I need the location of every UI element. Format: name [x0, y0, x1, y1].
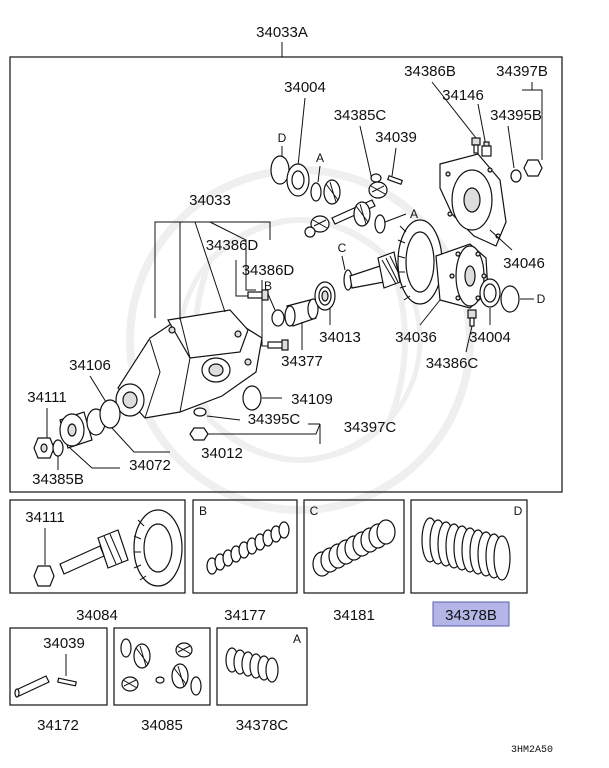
label-34109: 34109 [291, 391, 333, 408]
callout-letter-c-main: C [338, 241, 347, 255]
label-34004-bottom: 34004 [469, 329, 511, 346]
label-34012: 34012 [201, 445, 243, 462]
bearing-34013[interactable] [314, 281, 336, 311]
label-34177: 34177 [224, 607, 266, 624]
box-34181[interactable]: C [303, 499, 405, 594]
callout-letter-d-box: D [514, 504, 523, 518]
oil-seal-34109[interactable] [242, 385, 262, 411]
callout-letter-c-box: C [310, 504, 319, 518]
bolt-34386D-b[interactable] [267, 339, 289, 351]
spacer-34377[interactable] [284, 298, 319, 327]
callout-letter-b-box: B [199, 504, 207, 518]
label-34378B[interactable]: 34378B [445, 607, 497, 624]
label-34039-top: 34039 [375, 129, 417, 146]
gear-kit [120, 638, 202, 696]
label-34013: 34013 [319, 329, 361, 346]
shim-d-top[interactable] [270, 155, 290, 185]
callout-letter-a-top: A [316, 151, 324, 165]
callout-letter-d-right: D [537, 292, 546, 306]
label-34181: 34181 [333, 607, 375, 624]
oil-seal-34106[interactable] [99, 399, 121, 429]
label-34004-top: 34004 [284, 79, 326, 96]
lock-pin-34039[interactable] [386, 174, 404, 186]
lock-pin-box [57, 677, 77, 687]
main-assembly-frame [9, 56, 563, 493]
label-34111-box: 34111 [25, 509, 65, 526]
label-34395C: 34395C [248, 411, 301, 428]
shim-set-c [312, 519, 396, 577]
pinion-gear-lower[interactable] [310, 215, 330, 233]
side-gear-right[interactable] [353, 201, 371, 227]
label-34377: 34377 [281, 353, 323, 370]
companion-flange[interactable] [59, 411, 93, 449]
washer-pinion-lower[interactable] [304, 226, 316, 238]
label-34072: 34072 [129, 457, 171, 474]
washer-a-top[interactable] [310, 182, 322, 202]
box-34085[interactable] [113, 627, 211, 706]
label-34046: 34046 [503, 255, 545, 272]
label-assembly-34033A: 34033A [256, 24, 308, 41]
label-34397B: 34397B [496, 63, 548, 80]
box-34172[interactable]: 34039 [9, 627, 108, 706]
box-34177[interactable]: B [192, 499, 298, 594]
nut-34397C[interactable] [189, 427, 209, 441]
washer-34395C[interactable] [193, 407, 207, 417]
pinion-and-ring-gear-set [59, 509, 183, 587]
callout-letter-a-right: A [410, 207, 418, 221]
label-34397C: 34397C [344, 419, 397, 436]
diagram-code: 3HM2A50 [511, 745, 553, 756]
rear-cover-34046[interactable] [439, 153, 507, 247]
highlight-34378B[interactable] [432, 601, 510, 627]
ring-b-main[interactable] [271, 309, 285, 327]
label-34084: 34084 [76, 607, 118, 624]
nut-34111-box [33, 565, 55, 587]
washer-34395B[interactable] [510, 169, 522, 183]
ring-gear[interactable] [397, 219, 443, 305]
pinion-gear-upper[interactable] [368, 181, 388, 199]
label-34146: 34146 [442, 87, 484, 104]
callout-letter-d-top: D [278, 131, 287, 145]
bolt-34386B[interactable] [471, 137, 481, 154]
label-34172: 34172 [37, 717, 79, 734]
shim-set-b [206, 521, 290, 575]
drive-pinion[interactable] [343, 251, 401, 291]
label-34386C: 34386C [426, 355, 479, 372]
label-34036: 34036 [395, 329, 437, 346]
callout-letter-a-box: A [293, 632, 301, 646]
breather-34146[interactable] [481, 141, 492, 157]
differential-carrier-housing[interactable] [115, 309, 263, 419]
label-34395B: 34395B [490, 107, 542, 124]
box-34084[interactable]: 34111 [9, 499, 186, 594]
washer-set-a [225, 647, 279, 683]
shim-set-d [421, 517, 511, 581]
nut-34111[interactable] [33, 437, 55, 459]
label-34385B: 34385B [32, 471, 84, 488]
label-34085: 34085 [141, 717, 183, 734]
pinion-shaft-box [14, 675, 50, 698]
label-34039-box: 34039 [43, 635, 85, 652]
label-34385C: 34385C [334, 107, 387, 124]
box-34378B[interactable]: D [410, 499, 528, 594]
washer-pinion-upper[interactable] [370, 173, 382, 183]
bearing-34004-left[interactable] [286, 163, 310, 197]
nut-34397B[interactable] [523, 159, 543, 177]
label-34106: 34106 [69, 357, 111, 374]
washer-a-right[interactable] [374, 214, 386, 234]
label-34386B: 34386B [404, 63, 456, 80]
label-34378C: 34378C [236, 717, 289, 734]
washer-34385B[interactable] [52, 439, 64, 457]
side-gear-left[interactable] [323, 179, 341, 205]
bearing-34004-right[interactable] [479, 278, 501, 308]
label-34386D-lower: 34386D [242, 262, 295, 279]
label-34111-top: 34111 [27, 389, 67, 406]
callout-letter-b-main: B [264, 279, 272, 293]
label-34033: 34033 [189, 192, 231, 209]
label-34386D-upper: 34386D [206, 237, 259, 254]
box-34378C[interactable]: A [216, 627, 308, 706]
shim-d-right[interactable] [500, 285, 520, 313]
differential-case-34036[interactable] [435, 243, 489, 309]
